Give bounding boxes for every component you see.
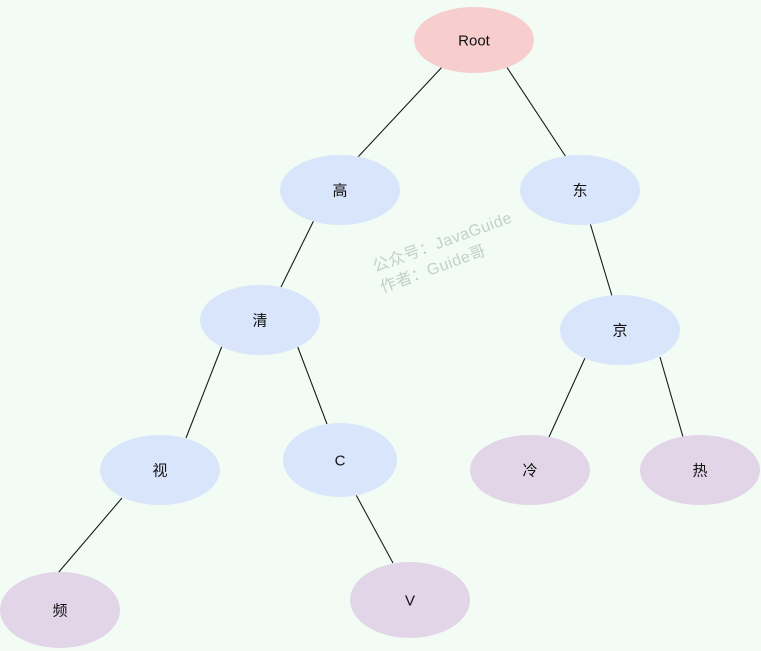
- tree-edge-jing-to-leng: [548, 357, 586, 438]
- tree-node-ellipse-dong[interactable]: [520, 155, 640, 225]
- tree-node-ellipse-leng[interactable]: [470, 435, 590, 505]
- tree-node-label-leng: 冷: [522, 463, 537, 480]
- tree-node-v[interactable]: V: [350, 562, 470, 638]
- tree-edge-dong-to-jing: [589, 222, 613, 297]
- tree-node-qing[interactable]: 清: [200, 285, 320, 355]
- tree-node-label-c: C: [335, 453, 346, 470]
- tree-node-ellipse-jing[interactable]: [560, 295, 680, 365]
- tree-node-label-re: 热: [692, 463, 707, 480]
- tree-node-ellipse-pin[interactable]: [0, 572, 120, 648]
- tree-node-ellipse-gao[interactable]: [280, 155, 400, 225]
- tree-node-dong[interactable]: 东: [520, 155, 640, 225]
- tree-edge-root-to-dong: [505, 65, 567, 158]
- tree-edge-shi-to-pin: [57, 497, 123, 574]
- tree-node-label-shi: 视: [152, 463, 167, 480]
- tree-node-ellipse-re[interactable]: [640, 435, 760, 505]
- tree-node-label-jing: 京: [612, 323, 627, 340]
- tree-node-gao[interactable]: 高: [280, 155, 400, 225]
- tree-edge-qing-to-shi: [185, 345, 223, 439]
- tree-node-root[interactable]: Root: [414, 7, 534, 73]
- tree-node-label-pin: 频: [52, 603, 67, 620]
- tree-node-label-qing: 清: [252, 313, 267, 330]
- tree-edge-qing-to-c: [296, 344, 328, 425]
- tree-edge-root-to-gao: [357, 65, 444, 158]
- tree-node-jing[interactable]: 京: [560, 295, 680, 365]
- tree-edge-jing-to-re: [659, 356, 684, 438]
- tree-node-c[interactable]: C: [283, 423, 397, 497]
- tree-node-ellipse-shi[interactable]: [100, 435, 220, 505]
- tree-node-ellipse-root[interactable]: [414, 7, 534, 73]
- tree-node-label-root: Root: [458, 33, 491, 50]
- tree-node-label-gao: 高: [332, 183, 347, 200]
- tree-node-ellipse-c[interactable]: [283, 423, 397, 497]
- tree-node-ellipse-qing[interactable]: [200, 285, 320, 355]
- tree-node-leng[interactable]: 冷: [470, 435, 590, 505]
- tree-node-ellipse-v[interactable]: [350, 562, 470, 638]
- tree-node-re[interactable]: 热: [640, 435, 760, 505]
- tree-node-shi[interactable]: 视: [100, 435, 220, 505]
- tree-node-pin[interactable]: 频: [0, 572, 120, 648]
- tree-node-label-v: V: [405, 593, 415, 610]
- tree-node-label-dong: 东: [572, 183, 587, 200]
- tree-edge-c-to-v: [354, 492, 394, 564]
- tree-edges-group: [57, 65, 684, 574]
- tree-edge-gao-to-qing: [280, 217, 316, 288]
